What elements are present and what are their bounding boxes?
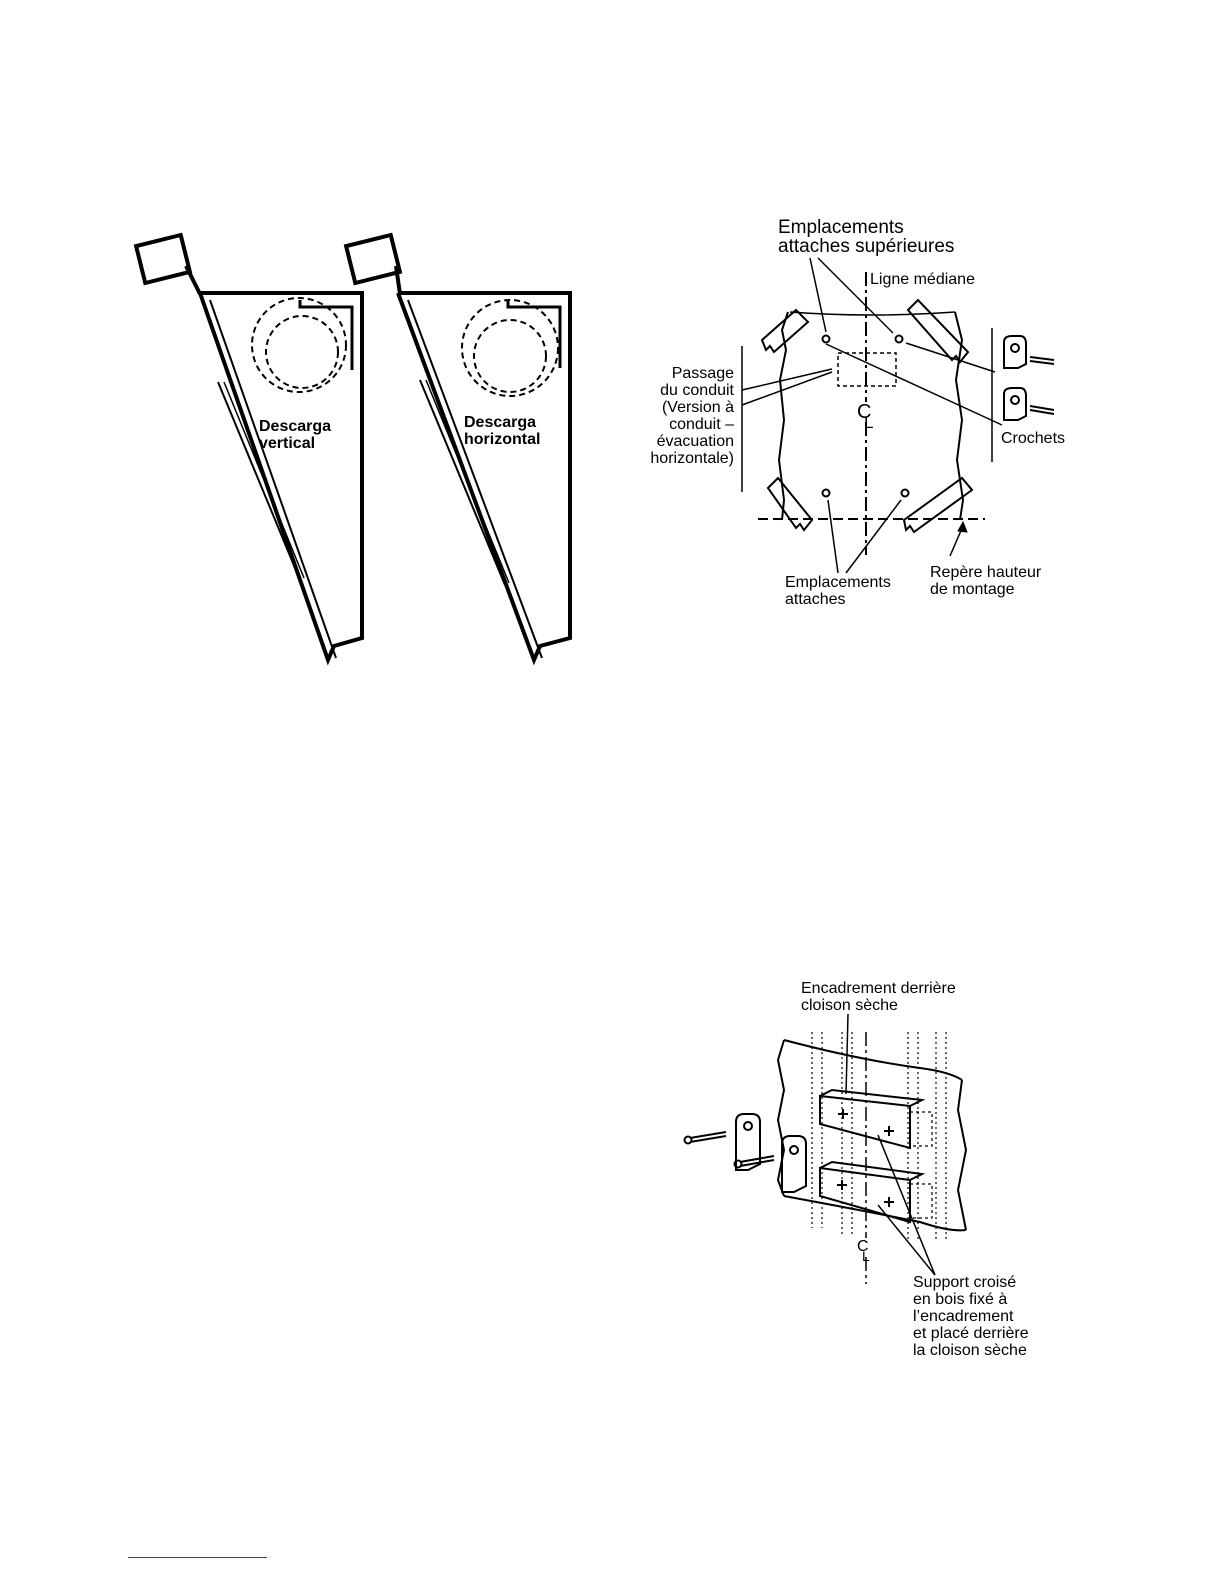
- vertical-unit-cap: [133, 232, 193, 286]
- tape-strips: [760, 298, 974, 534]
- cross-support-lower: [819, 1160, 933, 1224]
- horizontal-duct-inner: [473, 319, 547, 393]
- vertical-discharge-unit: [133, 232, 364, 666]
- framing-hook-lower: [733, 1135, 807, 1193]
- framing-label: Encadrement derrière cloison sèche: [801, 980, 956, 1014]
- framing-diagram: [683, 1013, 968, 1284]
- drywall-left-edge: [776, 1039, 786, 1197]
- horizontal-unit-body: [396, 291, 572, 666]
- horizontal-discharge-label: Descarga horizontal: [464, 414, 541, 448]
- template-cl-l: L: [864, 413, 874, 432]
- drywall-top-edge: [783, 1039, 963, 1081]
- vertical-discharge-label: Descarga vertical: [259, 418, 332, 452]
- cross-support-label: Support croisé en bois fixé à l’encadrem…: [913, 1274, 1029, 1359]
- vertical-duct-inner: [265, 315, 339, 389]
- cross-support-upper: [819, 1088, 933, 1150]
- fasteners-label: Emplacements attaches: [785, 574, 891, 608]
- hooks-label: Crochets: [1001, 430, 1066, 447]
- lower-left-fastener-hole: [821, 488, 831, 498]
- horizontal-unit-cap: [343, 232, 403, 286]
- center-line-label: Ligne médiane: [870, 271, 975, 288]
- framing-cl-l: L: [862, 1248, 870, 1264]
- template-left-edge: [777, 311, 789, 521]
- upper-right-fastener-hole: [894, 334, 904, 344]
- template-right-edge: [954, 311, 965, 521]
- horizontal-discharge-unit: [343, 232, 572, 666]
- drywall-right-edge: [956, 1079, 968, 1231]
- upper-fasteners-label: Emplacements attaches supérieures: [778, 217, 955, 257]
- mounting-template: [741, 257, 1055, 574]
- template-cl-c: C: [857, 401, 872, 423]
- hook-upper: [1003, 335, 1055, 369]
- height-mark-label: Repère hauteur de montage: [930, 564, 1042, 598]
- lower-right-fastener-hole: [900, 488, 910, 498]
- framing-hook-upper: [683, 1113, 761, 1171]
- duct-passage-rect: [837, 352, 897, 387]
- footer-rule: [128, 1557, 267, 1558]
- framing-cl-c: C: [857, 1238, 869, 1255]
- duct-passage-label: Passage du conduit (Version à conduit – …: [650, 365, 734, 467]
- vertical-duct-outer: [251, 297, 347, 393]
- hook-lower: [1003, 387, 1055, 421]
- vertical-unit-body: [198, 291, 364, 666]
- horizontal-duct-outer: [461, 299, 559, 397]
- upper-left-fastener-hole: [821, 334, 831, 344]
